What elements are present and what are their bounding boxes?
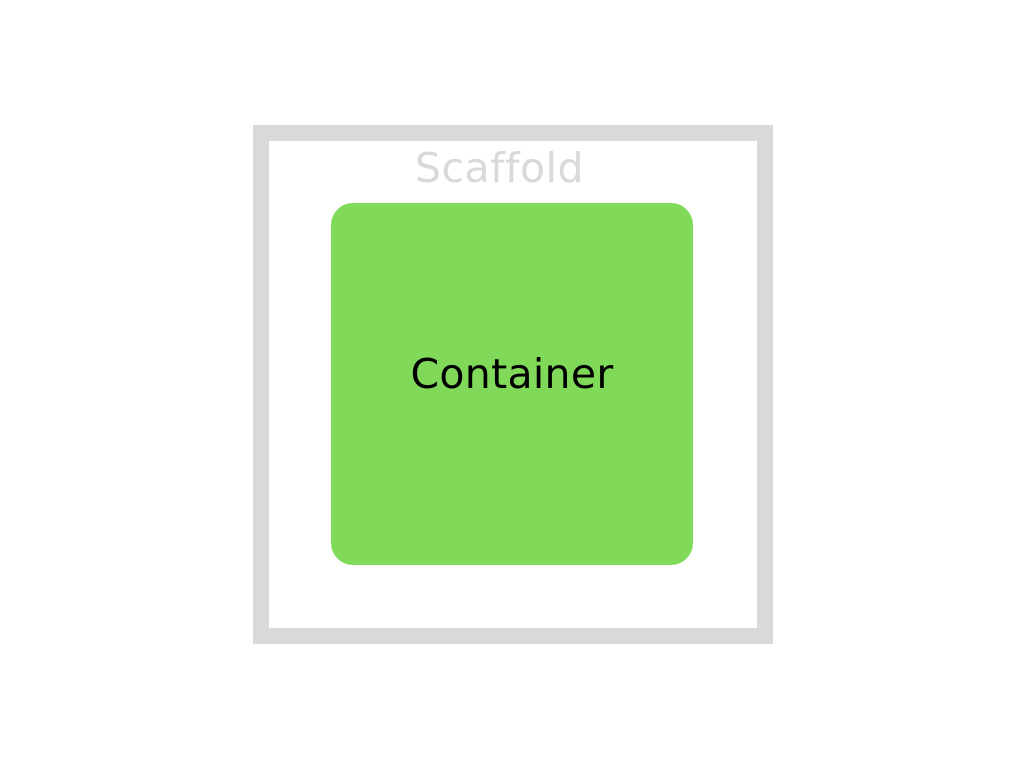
container-label: Container [410,350,614,398]
scaffold-label: Scaffold [414,144,585,192]
container-box: Container [331,203,693,565]
